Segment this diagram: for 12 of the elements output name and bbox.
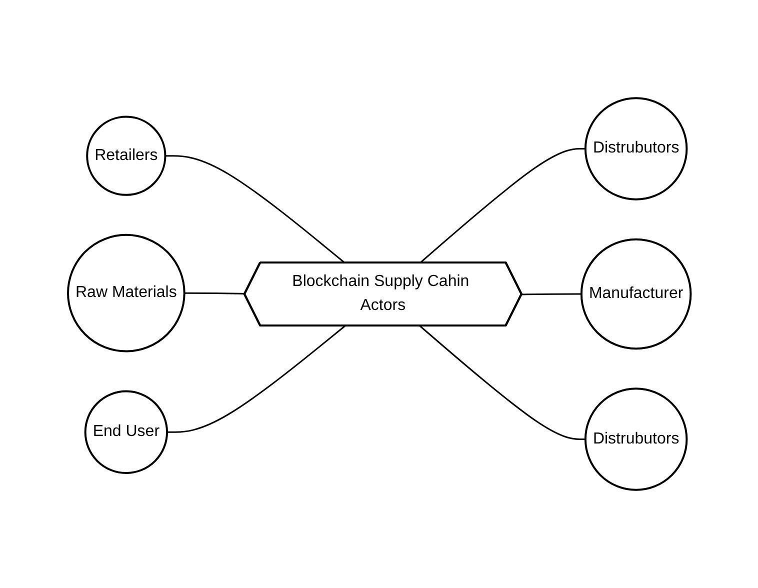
- node-circle: Raw Materials: [66, 234, 185, 352]
- node-circle: Manufacturer: [580, 238, 692, 350]
- connector: [419, 148, 586, 264]
- connector: [166, 325, 346, 433]
- node-circle: End User: [84, 390, 168, 474]
- connector: [184, 292, 245, 295]
- node-circle: Distrubutors: [584, 97, 688, 200]
- connector: [522, 293, 582, 296]
- node-circle: Retailers: [86, 116, 166, 196]
- connector: [164, 155, 346, 264]
- node-circle: Distrubutors: [584, 388, 688, 491]
- connector: [419, 325, 586, 440]
